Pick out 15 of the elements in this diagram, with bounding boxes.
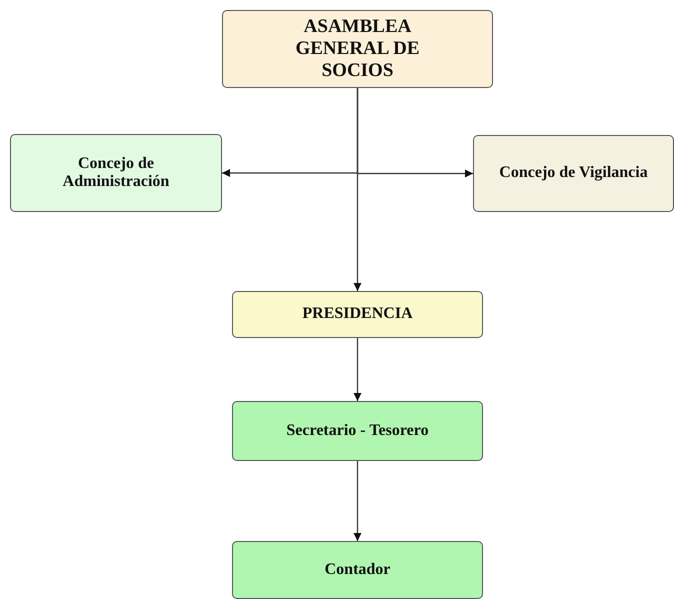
org-box <box>222 10 493 88</box>
box-label: Concejo de Administración <box>62 154 170 192</box>
arrow <box>354 461 362 541</box>
arrow <box>354 338 362 401</box>
box-label: PRESIDENCIA <box>302 305 413 324</box>
box-label: Concejo de Vigilancia <box>499 164 648 183</box>
org-box <box>232 401 483 461</box>
org-box <box>232 291 483 338</box>
org-box <box>10 134 222 212</box>
arrow <box>354 88 362 291</box>
org-box <box>473 135 674 212</box>
org-box <box>232 541 483 599</box>
box-label: ASAMBLEA GENERAL DE SOCIOS <box>294 16 421 82</box>
box-label: Secretario - Tesorero <box>286 422 429 440</box>
box-label: Contador <box>324 560 390 580</box>
